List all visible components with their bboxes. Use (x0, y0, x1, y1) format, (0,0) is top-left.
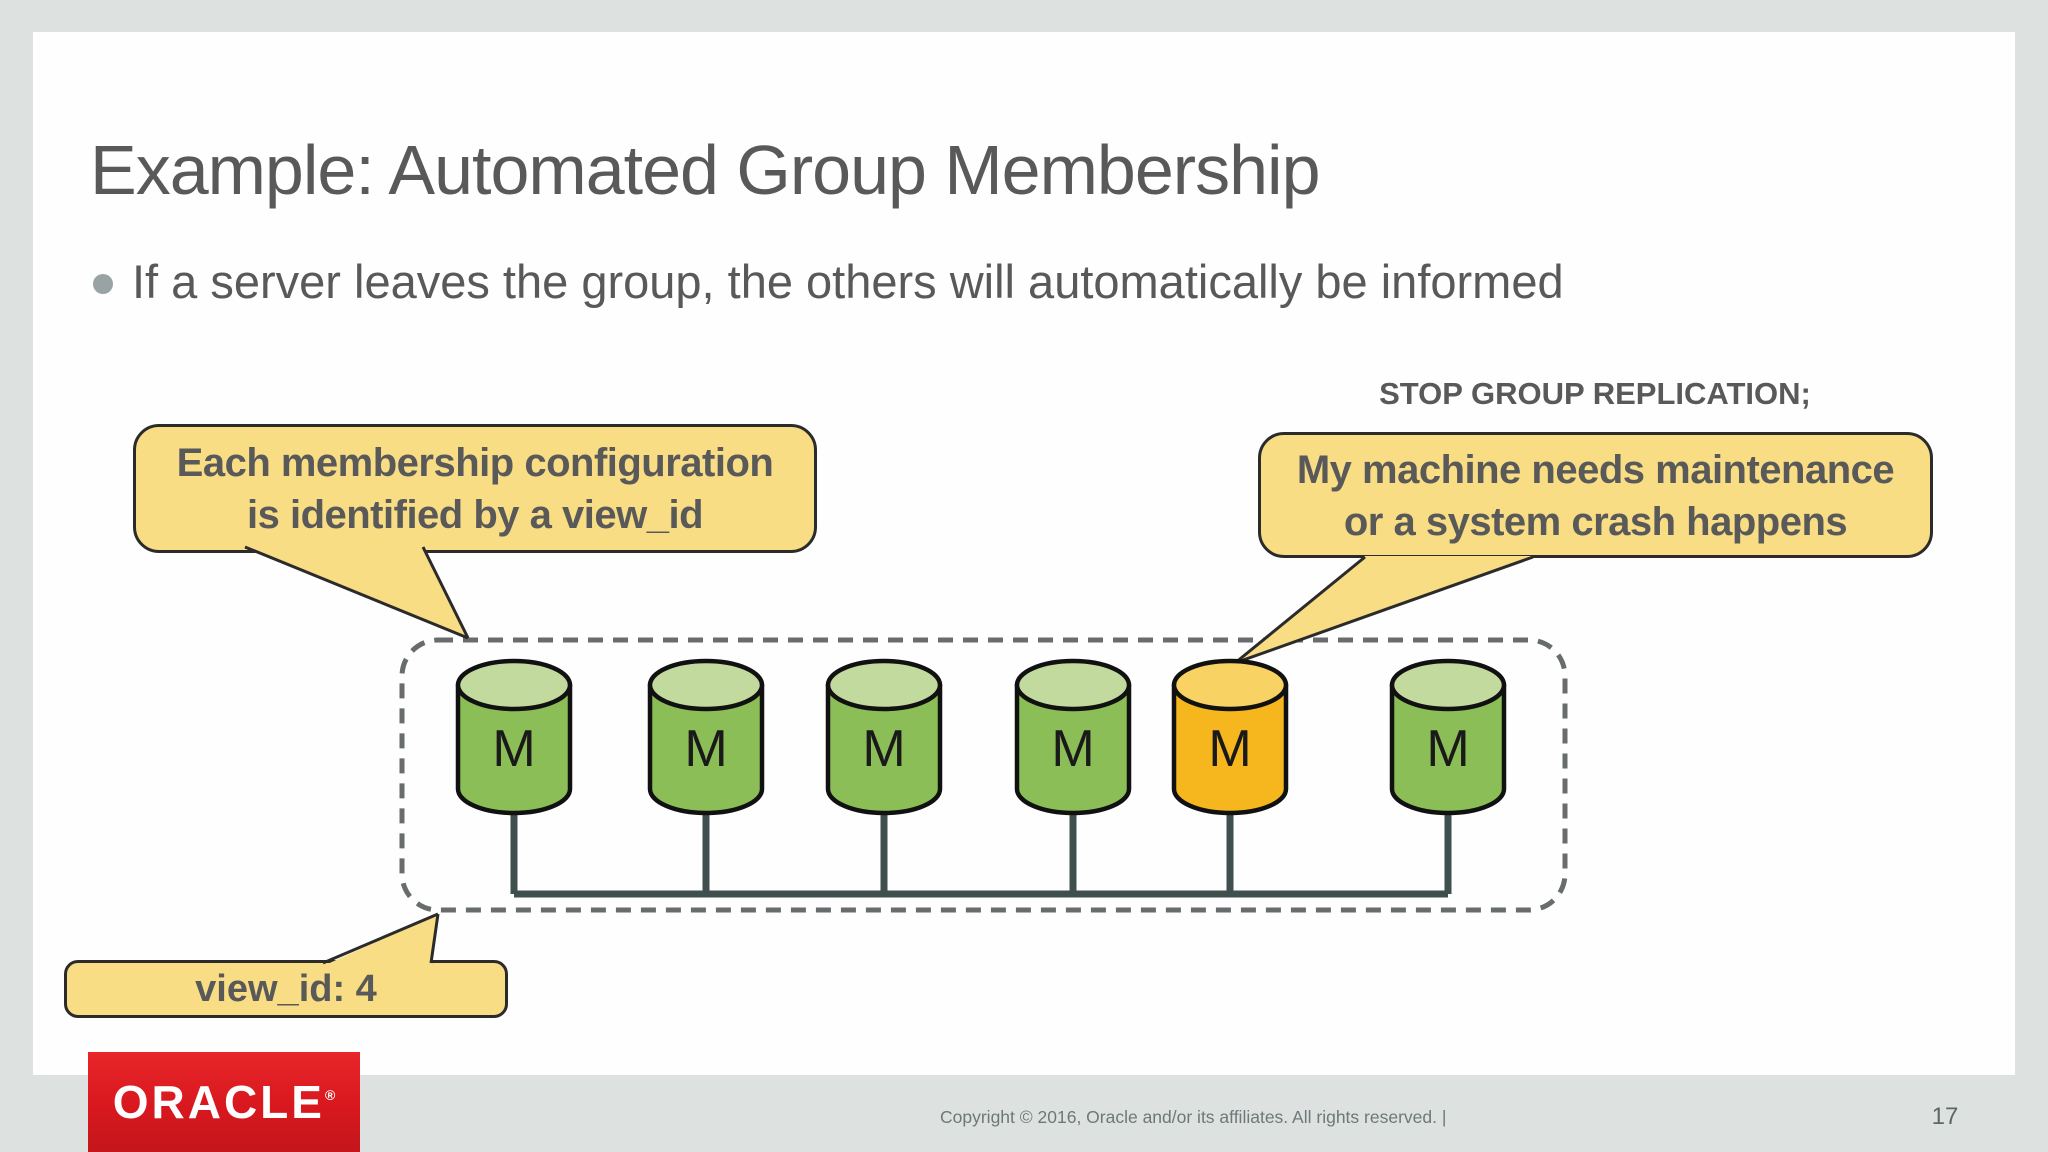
page-title: Example: Automated Group Membership (90, 131, 1321, 209)
footer-copyright: Copyright © 2016, Oracle and/or its affi… (940, 1107, 1447, 1127)
callout-right-line2: or a system crash happens (1343, 500, 1848, 544)
stop-group-replication-command: STOP GROUP REPLICATION; (1379, 376, 1811, 411)
page-number: 17 (1931, 1103, 1959, 1130)
bullet-dot-icon (93, 274, 113, 294)
callout-view-id-value: view_id: 4 (64, 960, 508, 1018)
callout-left-line2: is identified by a view_id (246, 493, 704, 537)
view-id-label: view_id: 4 (195, 967, 377, 1010)
callout-maintenance-reason: My machine needs maintenance or a system… (1258, 432, 1933, 558)
callout-view-id-explanation: Each membership configuration is identif… (133, 424, 817, 553)
oracle-wordmark: ORACLE® (113, 1079, 336, 1125)
registered-mark-icon: ® (324, 1087, 336, 1103)
oracle-logo-text: ORACLE (112, 1076, 325, 1128)
callout-left-line1: Each membership configuration (176, 441, 774, 485)
oracle-logo: ORACLE® (88, 1052, 360, 1152)
bullet-text: If a server leaves the group, the others… (132, 255, 1564, 308)
callout-right-line1: My machine needs maintenance (1296, 448, 1895, 492)
